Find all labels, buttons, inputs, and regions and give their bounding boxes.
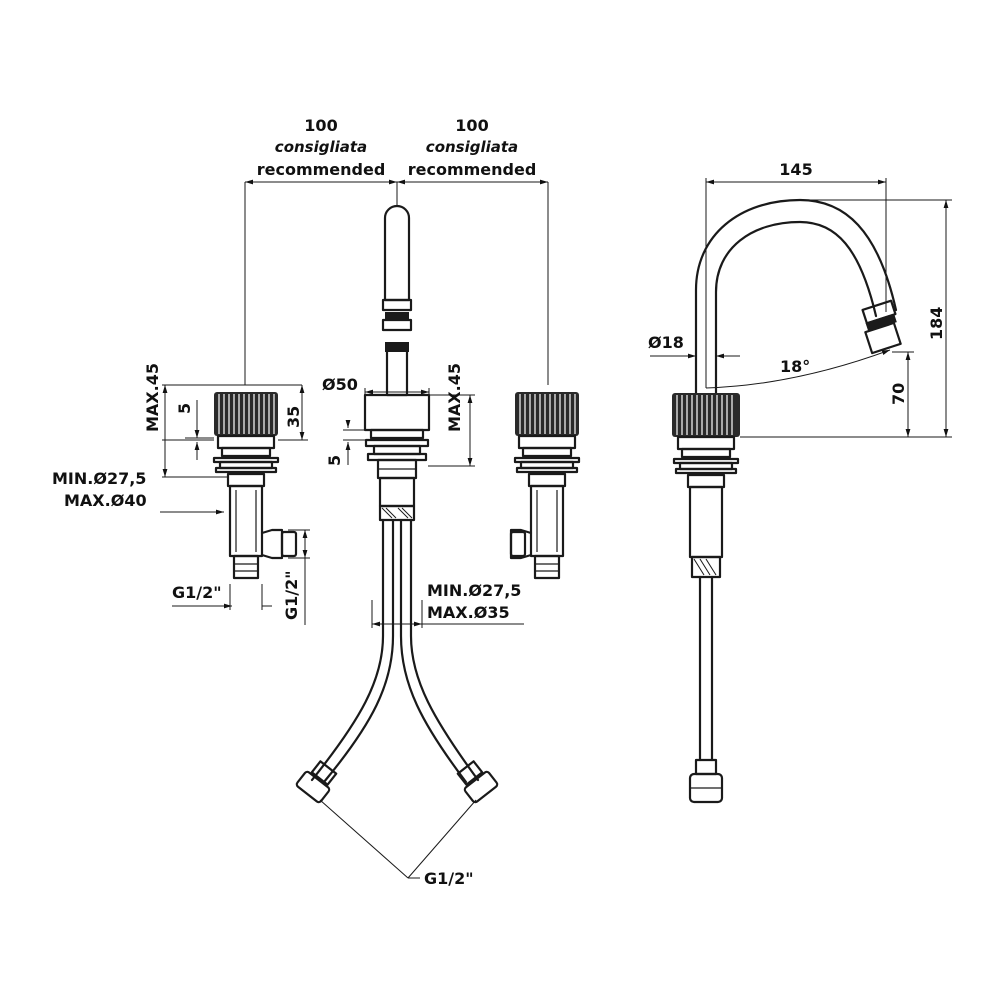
- hoses-g12-label: G1/2": [424, 869, 474, 888]
- left-5-label: 5: [175, 403, 194, 414]
- right-valve: [509, 392, 581, 580]
- side-view-spout: [672, 198, 902, 804]
- spacing-right-note-en: recommended: [408, 160, 537, 179]
- center-max45-label: MAX.45: [445, 363, 464, 432]
- side-angle-label: 18°: [780, 357, 810, 376]
- left-max45-label: MAX.45: [143, 363, 162, 432]
- side-view-dimensions: 145 184 70 Ø18 18°: [648, 160, 952, 438]
- left-g12-vertical-label: G1/2": [282, 570, 301, 620]
- spacing-left-note-it: consigliata: [275, 138, 367, 156]
- top-spacing-dimensions: 100 consigliata recommended 100 consigli…: [244, 116, 549, 385]
- side-70-label: 70: [889, 383, 908, 405]
- side-184-label: 184: [927, 307, 946, 340]
- right-hose-nut: [456, 760, 499, 804]
- center-5-label: 5: [325, 455, 344, 466]
- center-spout: [295, 204, 499, 804]
- spacing-left-note-en: recommended: [257, 160, 386, 179]
- spacing-right-note-it: consigliata: [426, 138, 518, 156]
- center-dia50-label: Ø50: [322, 375, 358, 394]
- hoses-thread-callout: G1/2": [319, 799, 477, 888]
- left-g12-label: G1/2": [172, 583, 222, 602]
- side-dia18-label: Ø18: [648, 333, 684, 352]
- left-valve: [212, 392, 298, 580]
- center-min-dia-label: MIN.Ø27,5: [427, 581, 521, 600]
- left-35-label: 35: [284, 406, 303, 428]
- left-hose-nut: [295, 760, 338, 804]
- side-145-label: 145: [779, 160, 812, 179]
- center-dimensions: Ø50 5 MAX.45 MIN.Ø27,5 MAX.Ø35: [322, 363, 524, 628]
- spacing-left-value: 100: [304, 116, 337, 135]
- left-valve-dimensions: MAX.45 5 35 MIN.Ø27,5 MAX.Ø40 G1/2" G1/2…: [52, 363, 310, 625]
- center-max-dia-label: MAX.Ø35: [427, 603, 510, 622]
- left-max-dia-label: MAX.Ø40: [64, 491, 147, 510]
- left-min-dia-label: MIN.Ø27,5: [52, 469, 146, 488]
- spacing-right-value: 100: [455, 116, 488, 135]
